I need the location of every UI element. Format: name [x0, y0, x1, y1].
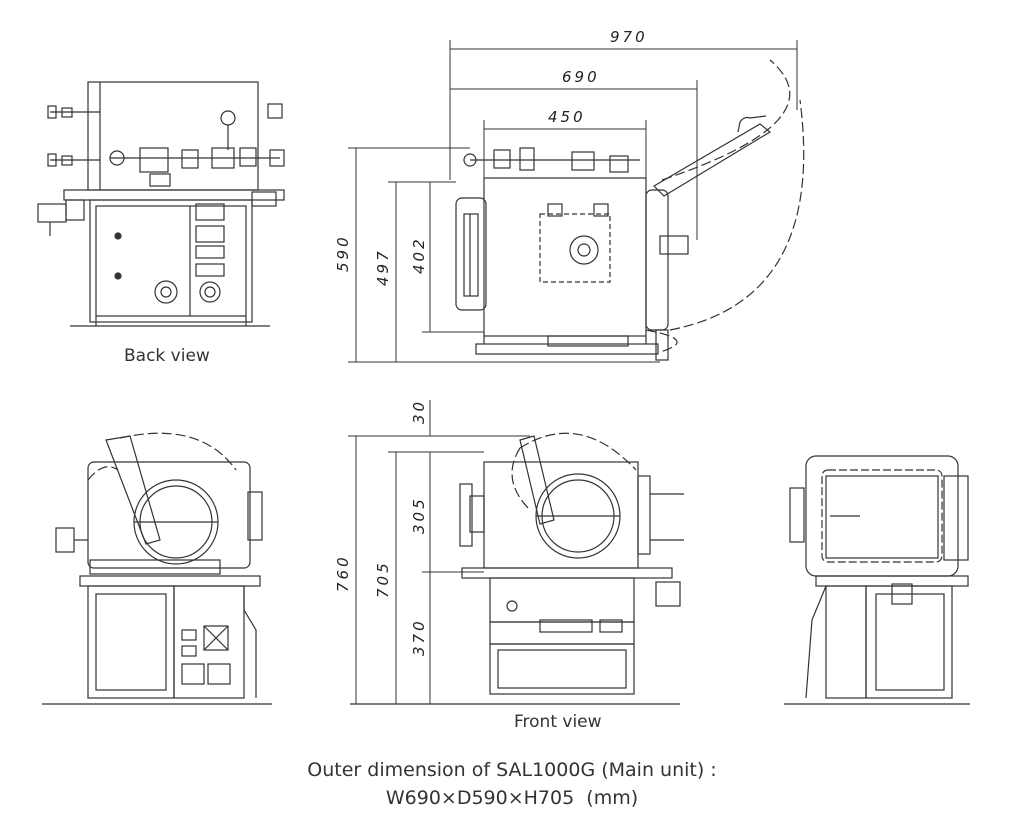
dim-590: 590 — [334, 234, 352, 272]
top-view-dimensions — [348, 40, 798, 363]
right-side-view-drawing — [784, 455, 970, 705]
front-view-drawing — [350, 432, 684, 705]
dim-690: 690 — [562, 68, 600, 86]
dim-402: 402 — [410, 236, 428, 274]
front-view-label: Front view — [514, 712, 602, 732]
caption-line-1: Outer dimension of SAL1000G (Main unit) … — [307, 759, 717, 781]
dim-370: 370 — [410, 618, 428, 656]
dim-30: 30 — [410, 399, 428, 424]
dim-970: 970 — [610, 28, 648, 46]
dim-305: 305 — [410, 496, 428, 534]
dim-450: 450 — [548, 108, 586, 126]
back-view-label: Back view — [124, 346, 210, 366]
dim-497: 497 — [374, 248, 392, 286]
figure-caption: Outer dimension of SAL1000G (Main unit) … — [0, 756, 1024, 812]
dim-760: 760 — [334, 554, 352, 592]
back-view-drawing — [37, 81, 285, 327]
left-side-view-drawing — [42, 432, 272, 705]
front-view-dimensions — [348, 400, 530, 705]
top-view-drawing — [455, 59, 805, 361]
dim-705: 705 — [374, 560, 392, 598]
caption-line-2: W690×D590×H705 (mm) — [385, 787, 639, 809]
